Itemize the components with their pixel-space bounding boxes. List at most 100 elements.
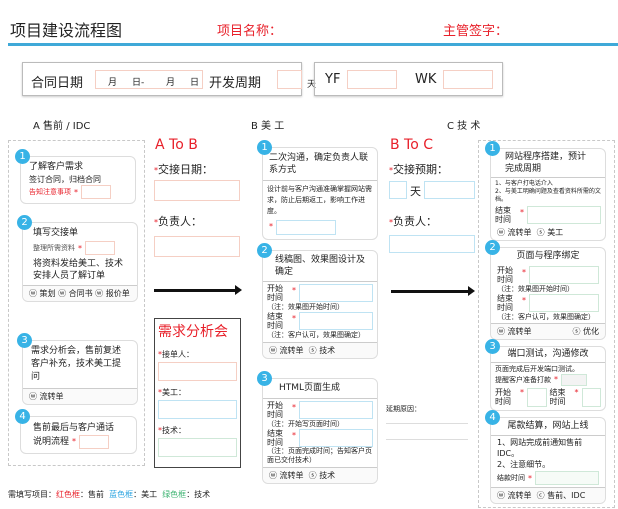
step-text: 签订合同，归档合同 [29,175,101,184]
day-unit: 天 [307,80,317,90]
receiver-label: *接单人： [158,350,194,359]
owner-label: *负责人： [154,215,202,228]
end-time-label: 结束时间 [267,429,283,447]
end-time-input[interactable] [581,388,601,407]
process-input[interactable] [79,435,110,449]
step-number: 3 [485,339,500,354]
step-number: 4 [485,410,500,425]
tag: 售前、IDC [547,491,586,500]
legend-green-desc: ：技术 [186,490,211,499]
legend-prefix: 需填写项目： [8,490,56,499]
payment-reminder-input[interactable] [561,374,587,386]
contract-date-input[interactable]: 月 日- 月 日 [95,70,203,89]
owner-input[interactable] [154,236,240,257]
end-time-input[interactable] [299,429,373,447]
presales-column [8,140,145,466]
handover-date-input[interactable] [154,180,240,201]
label-text: 负责人： [393,215,437,228]
start-time-input[interactable] [529,266,599,284]
end-time-input[interactable] [527,206,601,224]
receiver-input[interactable] [158,362,237,381]
expected-handover-label: *交接预期： [389,163,448,176]
dev-cycle-input[interactable] [277,70,302,89]
expected-date-input[interactable] [424,181,475,199]
materials-label: 整理所需资料 [33,243,75,252]
notice-label: 告知注意事项 [29,187,71,196]
tag: 报价单 [105,289,130,298]
owner-input[interactable] [389,235,475,253]
start-time-label: 开始时间 [267,284,283,302]
handover-date-label: *交接日期： [154,163,213,176]
step-number: 1 [257,140,272,155]
step-title: 页面与程序绑定 [516,251,580,261]
start-time-input[interactable] [299,401,373,419]
end-time-label: 结束时间 [267,312,283,330]
design-step-2: 2 线稿图、效果图设计及确定 开始时间* （注：效果图开始时间） 结束时间* （… [257,243,378,359]
payment-time-label: 结款时间 [497,473,525,482]
project-name-label: 项目名称： [217,24,283,39]
tech-input[interactable] [158,438,237,457]
step-title: HTML页面生成 [279,383,341,393]
step-tags: ⓦ 策划 ⓦ 合同书 ⓦ 报价单 [23,285,137,301]
wk-label: WK [415,72,437,87]
tech-steps: 1 网站程序搭建，预计完成周期 1、与客户打电话介入 2、与美工明确问题及查看资… [485,141,606,504]
tag: 流转单 [39,392,64,401]
month-label: 月 [108,78,118,88]
tag: 流转单 [507,491,532,500]
notice-input[interactable] [81,185,111,199]
legend-red: 红色框 [56,490,80,499]
step-title: 网站程序搭建，预计完成周期 [505,152,587,174]
arrow-right-icon [154,285,242,295]
contact-input[interactable] [276,220,336,235]
delay-reason-line[interactable] [386,439,468,440]
a-to-b-title: A To B [155,137,198,153]
header-divider [8,43,618,46]
tag: 美工 [547,228,564,237]
contract-panel: 合同日期 月 日- 月 日 开发周期 天 [22,62,316,96]
end-note: （注：客户认可，效果图确定） [267,331,365,339]
step-number: 4 [15,409,30,424]
day-label: 日- [132,78,145,88]
tech-step-2: 2 页面与程序绑定 开始时间* （注：效果图开始时间） 结束时间* （注：客户认… [485,240,606,340]
payment-time-input[interactable] [535,471,599,485]
step-text: 说明流程 [33,437,70,447]
tag: 技术 [319,471,336,480]
step-text: 需求分析会，售前复述客户补充，技术美工提问 [31,346,122,382]
step-number: 2 [485,240,500,255]
end-time-input[interactable] [529,294,599,312]
tag: 流转单 [507,228,532,237]
end-time-input[interactable] [299,312,373,330]
designer-input[interactable] [158,400,237,419]
start-note: （注：效果图开始时间） [497,285,574,293]
design-step-1: 1 二次沟通，确定负责人联系方式 设计前与客户沟通准确掌握网站需求，防止后期返工… [257,140,378,240]
page-title: 项目建设流程图 [10,21,123,40]
dev-cycle-label: 开发周期 [209,76,262,91]
end-note: （注：页面完成时间；告知客户页面已交付技术） [267,447,372,464]
tag: 优化 [583,327,599,336]
presales-step-2: 2 填写交接单 整理所需资料 * 将资料发给美工、技术安排人员了解订单 ⓦ 策划… [17,215,138,302]
step-title: 二次沟通，确定负责人联系方式 [269,153,369,175]
tag: 策划 [39,289,56,298]
start-time-input[interactable] [299,284,373,302]
start-note: （注：效果图开始时间） [267,303,344,311]
materials-input[interactable] [85,241,115,255]
step-number: 2 [257,243,272,258]
section-b-heading: B 美 工 [251,121,285,132]
tag: 流转单 [507,327,532,336]
delay-reason-line[interactable] [386,423,468,424]
tag: 流转单 [279,346,304,355]
b-to-c-title: B To C [390,137,434,153]
wk-input[interactable] [443,70,493,89]
arrow-right-icon [391,286,475,296]
start-time-label: 开始时间 [497,266,513,284]
step-text: 将资料发给美工、技术安排人员了解订单 [33,259,124,281]
presales-step-4: 4 售前最后与客户通话 说明流程 * [15,409,137,454]
end-time-label: 结束时间 [497,294,513,312]
yf-input[interactable] [347,70,397,89]
start-time-input[interactable] [527,388,547,407]
days-input[interactable] [389,181,407,199]
step-text: 设计前与客户沟通准确掌握网站需求，防止后期返工，影响工作进度。 [263,180,377,220]
delay-reason-label: 延期原因： [386,405,421,413]
tech-step-4: 4 尾款结算，网站上线 1、网站完成前通知售前IDC。 2、注意细节。 结款时间… [485,410,606,504]
step-tags: ⓦ 流转单 ⓢ 美工 [497,228,564,237]
